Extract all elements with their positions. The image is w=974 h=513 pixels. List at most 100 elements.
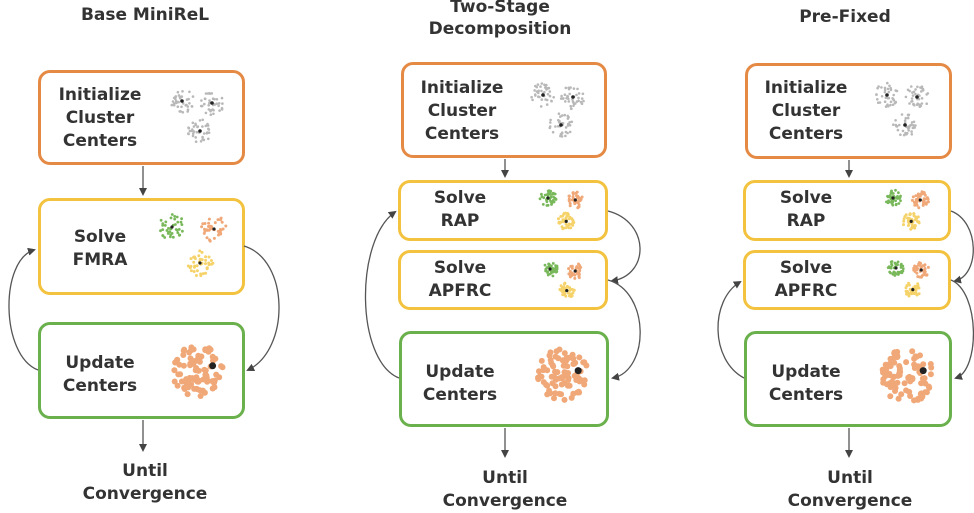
cluster-point [893, 261, 897, 265]
cluster-point [921, 87, 925, 91]
cluster-point [546, 387, 553, 394]
cluster-point [916, 85, 919, 89]
cluster-point [558, 288, 562, 291]
cluster-graphics [159, 81, 935, 404]
cluster-point [533, 89, 536, 92]
cluster-point [910, 130, 913, 133]
cluster-point [568, 204, 572, 208]
cluster-point [159, 218, 163, 222]
cluster-point [883, 86, 887, 90]
cluster-point [894, 199, 897, 203]
cluster-center [180, 99, 184, 103]
cluster-point [572, 359, 579, 366]
apfrc-cluster-2-green [543, 262, 559, 278]
cluster-point [901, 129, 905, 133]
apfrc-cluster-3-orange [912, 261, 930, 279]
cluster-point [550, 99, 553, 103]
init-cluster-2-c [548, 112, 574, 138]
rap-cluster-3-orange [910, 190, 930, 210]
cluster-point [170, 213, 174, 216]
cluster-point [220, 106, 224, 110]
cluster-point [192, 270, 196, 273]
cluster-center [198, 261, 202, 265]
cluster-point [171, 378, 178, 385]
cluster-point [170, 103, 174, 107]
cluster-point [545, 103, 549, 106]
cluster-point [179, 110, 182, 113]
cluster-point [925, 102, 928, 105]
cluster-point [180, 352, 187, 358]
cluster-point [911, 94, 915, 97]
cluster-point [567, 198, 571, 202]
cluster-point [891, 200, 895, 204]
cluster-point [551, 262, 555, 265]
cluster-point [558, 221, 562, 225]
cluster-point [902, 217, 906, 221]
cluster-point [177, 228, 181, 231]
cluster-point [562, 218, 566, 222]
cluster-point [567, 267, 571, 271]
cluster-point [906, 290, 910, 294]
cluster-point [577, 92, 581, 95]
cluster-point [207, 108, 211, 111]
cluster-point [163, 224, 167, 227]
cluster-center [170, 225, 174, 229]
cluster-point [163, 236, 167, 239]
title-base-minirel: Base MiniReL [80, 5, 210, 25]
cluster-point [896, 260, 900, 264]
cluster-point [885, 200, 888, 204]
cluster-point [552, 195, 556, 199]
cluster-point [176, 361, 183, 368]
cluster-point [209, 113, 213, 116]
cluster-point [209, 259, 213, 262]
cluster-point [889, 86, 892, 90]
updated-center [574, 367, 582, 375]
cluster-point [920, 102, 924, 105]
cluster-point [191, 134, 195, 138]
arrow-solve-to-update-1 [243, 245, 280, 372]
cluster-point [166, 232, 170, 235]
title-two-stage: Two-Stage Decomposition [428, 0, 572, 39]
box-initialize-centers-3 [745, 63, 952, 159]
cluster-center [909, 219, 913, 223]
cluster-point [884, 105, 888, 108]
label-update-centers-1: Update Centers [62, 353, 138, 396]
cluster-point [920, 97, 924, 100]
cluster-point [880, 369, 886, 376]
box-initialize-centers-2 [401, 62, 607, 158]
cluster-point [187, 132, 190, 135]
cluster-point [537, 89, 540, 93]
cluster-point [548, 90, 552, 93]
cluster-point [919, 375, 926, 382]
cluster-point [212, 355, 219, 362]
cluster-point [887, 90, 891, 94]
cluster-point [926, 200, 930, 204]
cluster-center [546, 196, 550, 200]
box-solve-rap-3 [743, 180, 951, 241]
cluster-point [168, 230, 172, 234]
cluster-point [564, 126, 568, 129]
cluster-point [561, 380, 568, 387]
cluster-point [212, 112, 215, 116]
updated-center [209, 362, 217, 370]
cluster-point [891, 203, 895, 207]
cluster-point [546, 92, 550, 96]
cluster-point [539, 85, 542, 88]
cluster-point [568, 269, 572, 273]
cluster-point [559, 284, 563, 288]
cluster-point [192, 260, 196, 264]
cluster-point [877, 85, 880, 88]
rap-cluster-2-yellow [557, 211, 576, 231]
cluster-point [904, 116, 908, 120]
cluster-point [567, 100, 571, 103]
label-initialize-centers-3: Initialize Cluster Centers [764, 78, 848, 144]
cluster-point [907, 129, 910, 132]
cluster-point [883, 100, 887, 103]
cluster-point [923, 267, 927, 270]
cluster-point [889, 191, 893, 194]
cluster-point [211, 379, 218, 386]
cluster-point [917, 97, 921, 101]
cluster-point [913, 200, 917, 204]
cluster-point [180, 362, 187, 369]
